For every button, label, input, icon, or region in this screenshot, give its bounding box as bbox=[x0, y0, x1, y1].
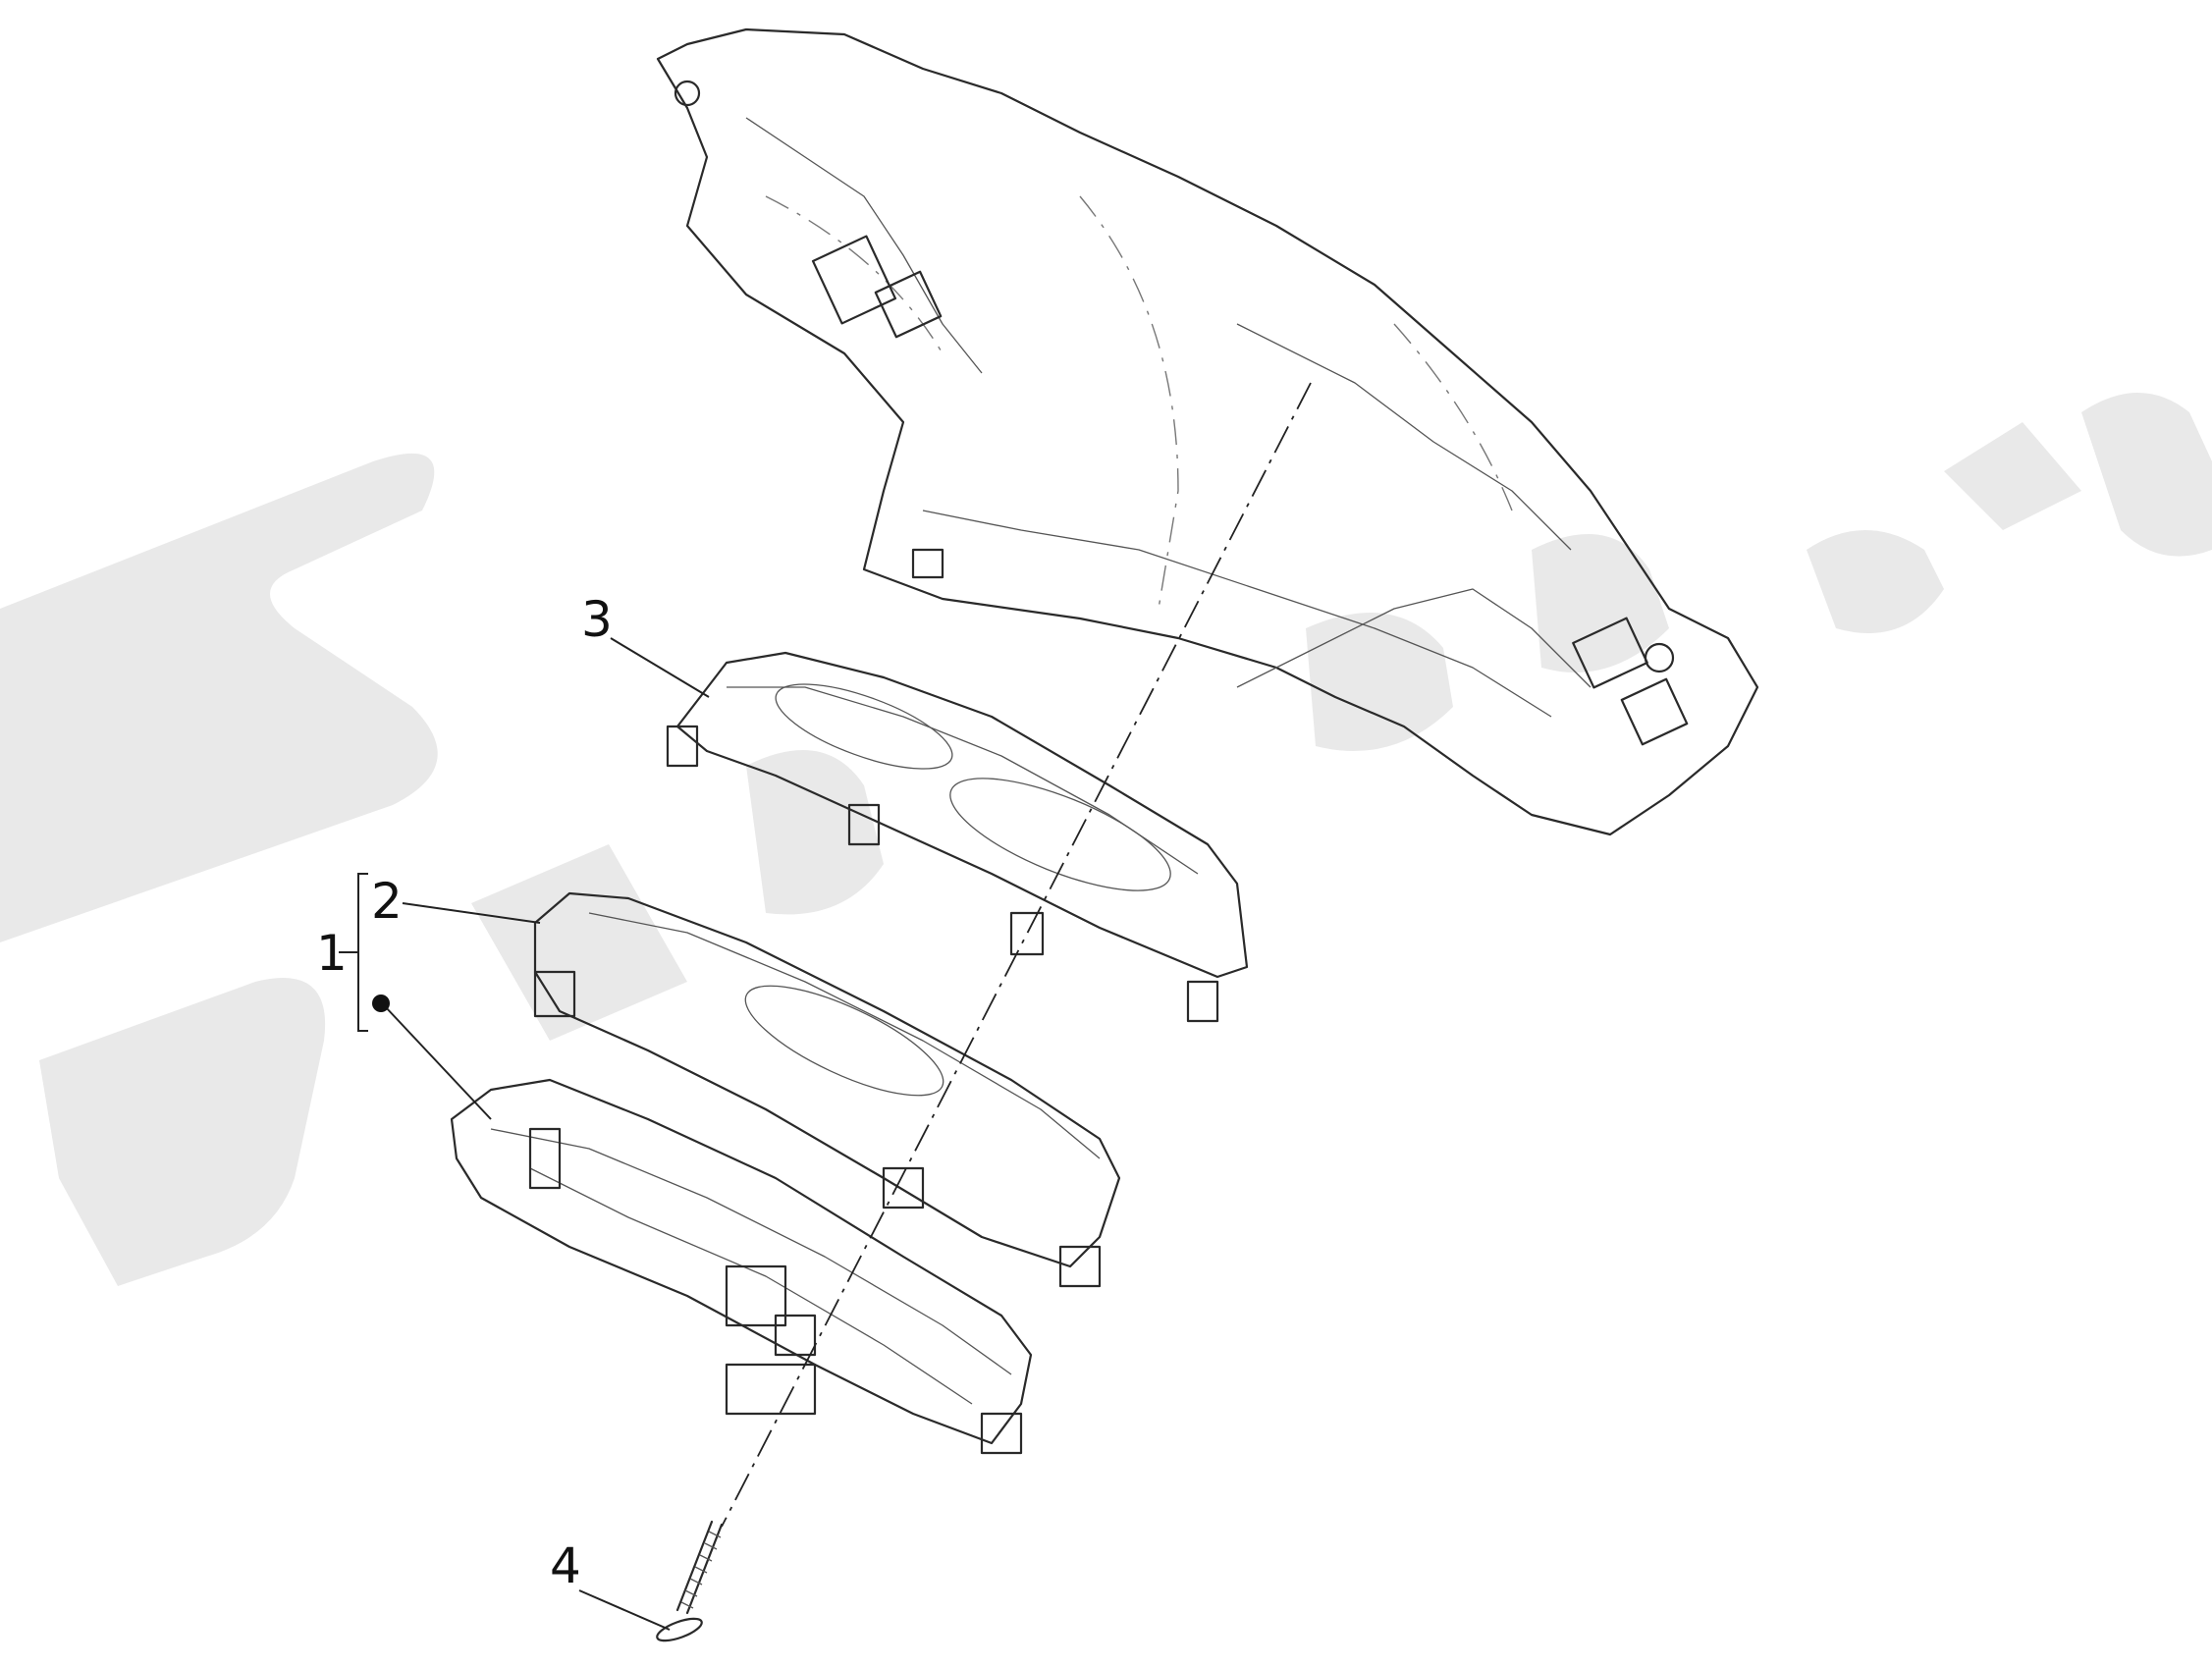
callout-3: 3 bbox=[581, 591, 613, 648]
part-2-lens bbox=[533, 891, 1121, 1288]
callout-4: 4 bbox=[550, 1537, 581, 1594]
callout-leaders bbox=[339, 637, 710, 1631]
callout-1: 1 bbox=[316, 925, 348, 982]
assembly-centerline bbox=[721, 382, 1312, 1528]
instrument-cluster bbox=[450, 1078, 1033, 1455]
watermark bbox=[0, 393, 2212, 1286]
part-4-screw bbox=[656, 1520, 724, 1642]
callout-2: 2 bbox=[371, 873, 403, 930]
handlebar-cover bbox=[656, 27, 1759, 836]
part-3-bezel bbox=[666, 651, 1249, 1023]
kit-marker-dot bbox=[372, 995, 390, 1012]
